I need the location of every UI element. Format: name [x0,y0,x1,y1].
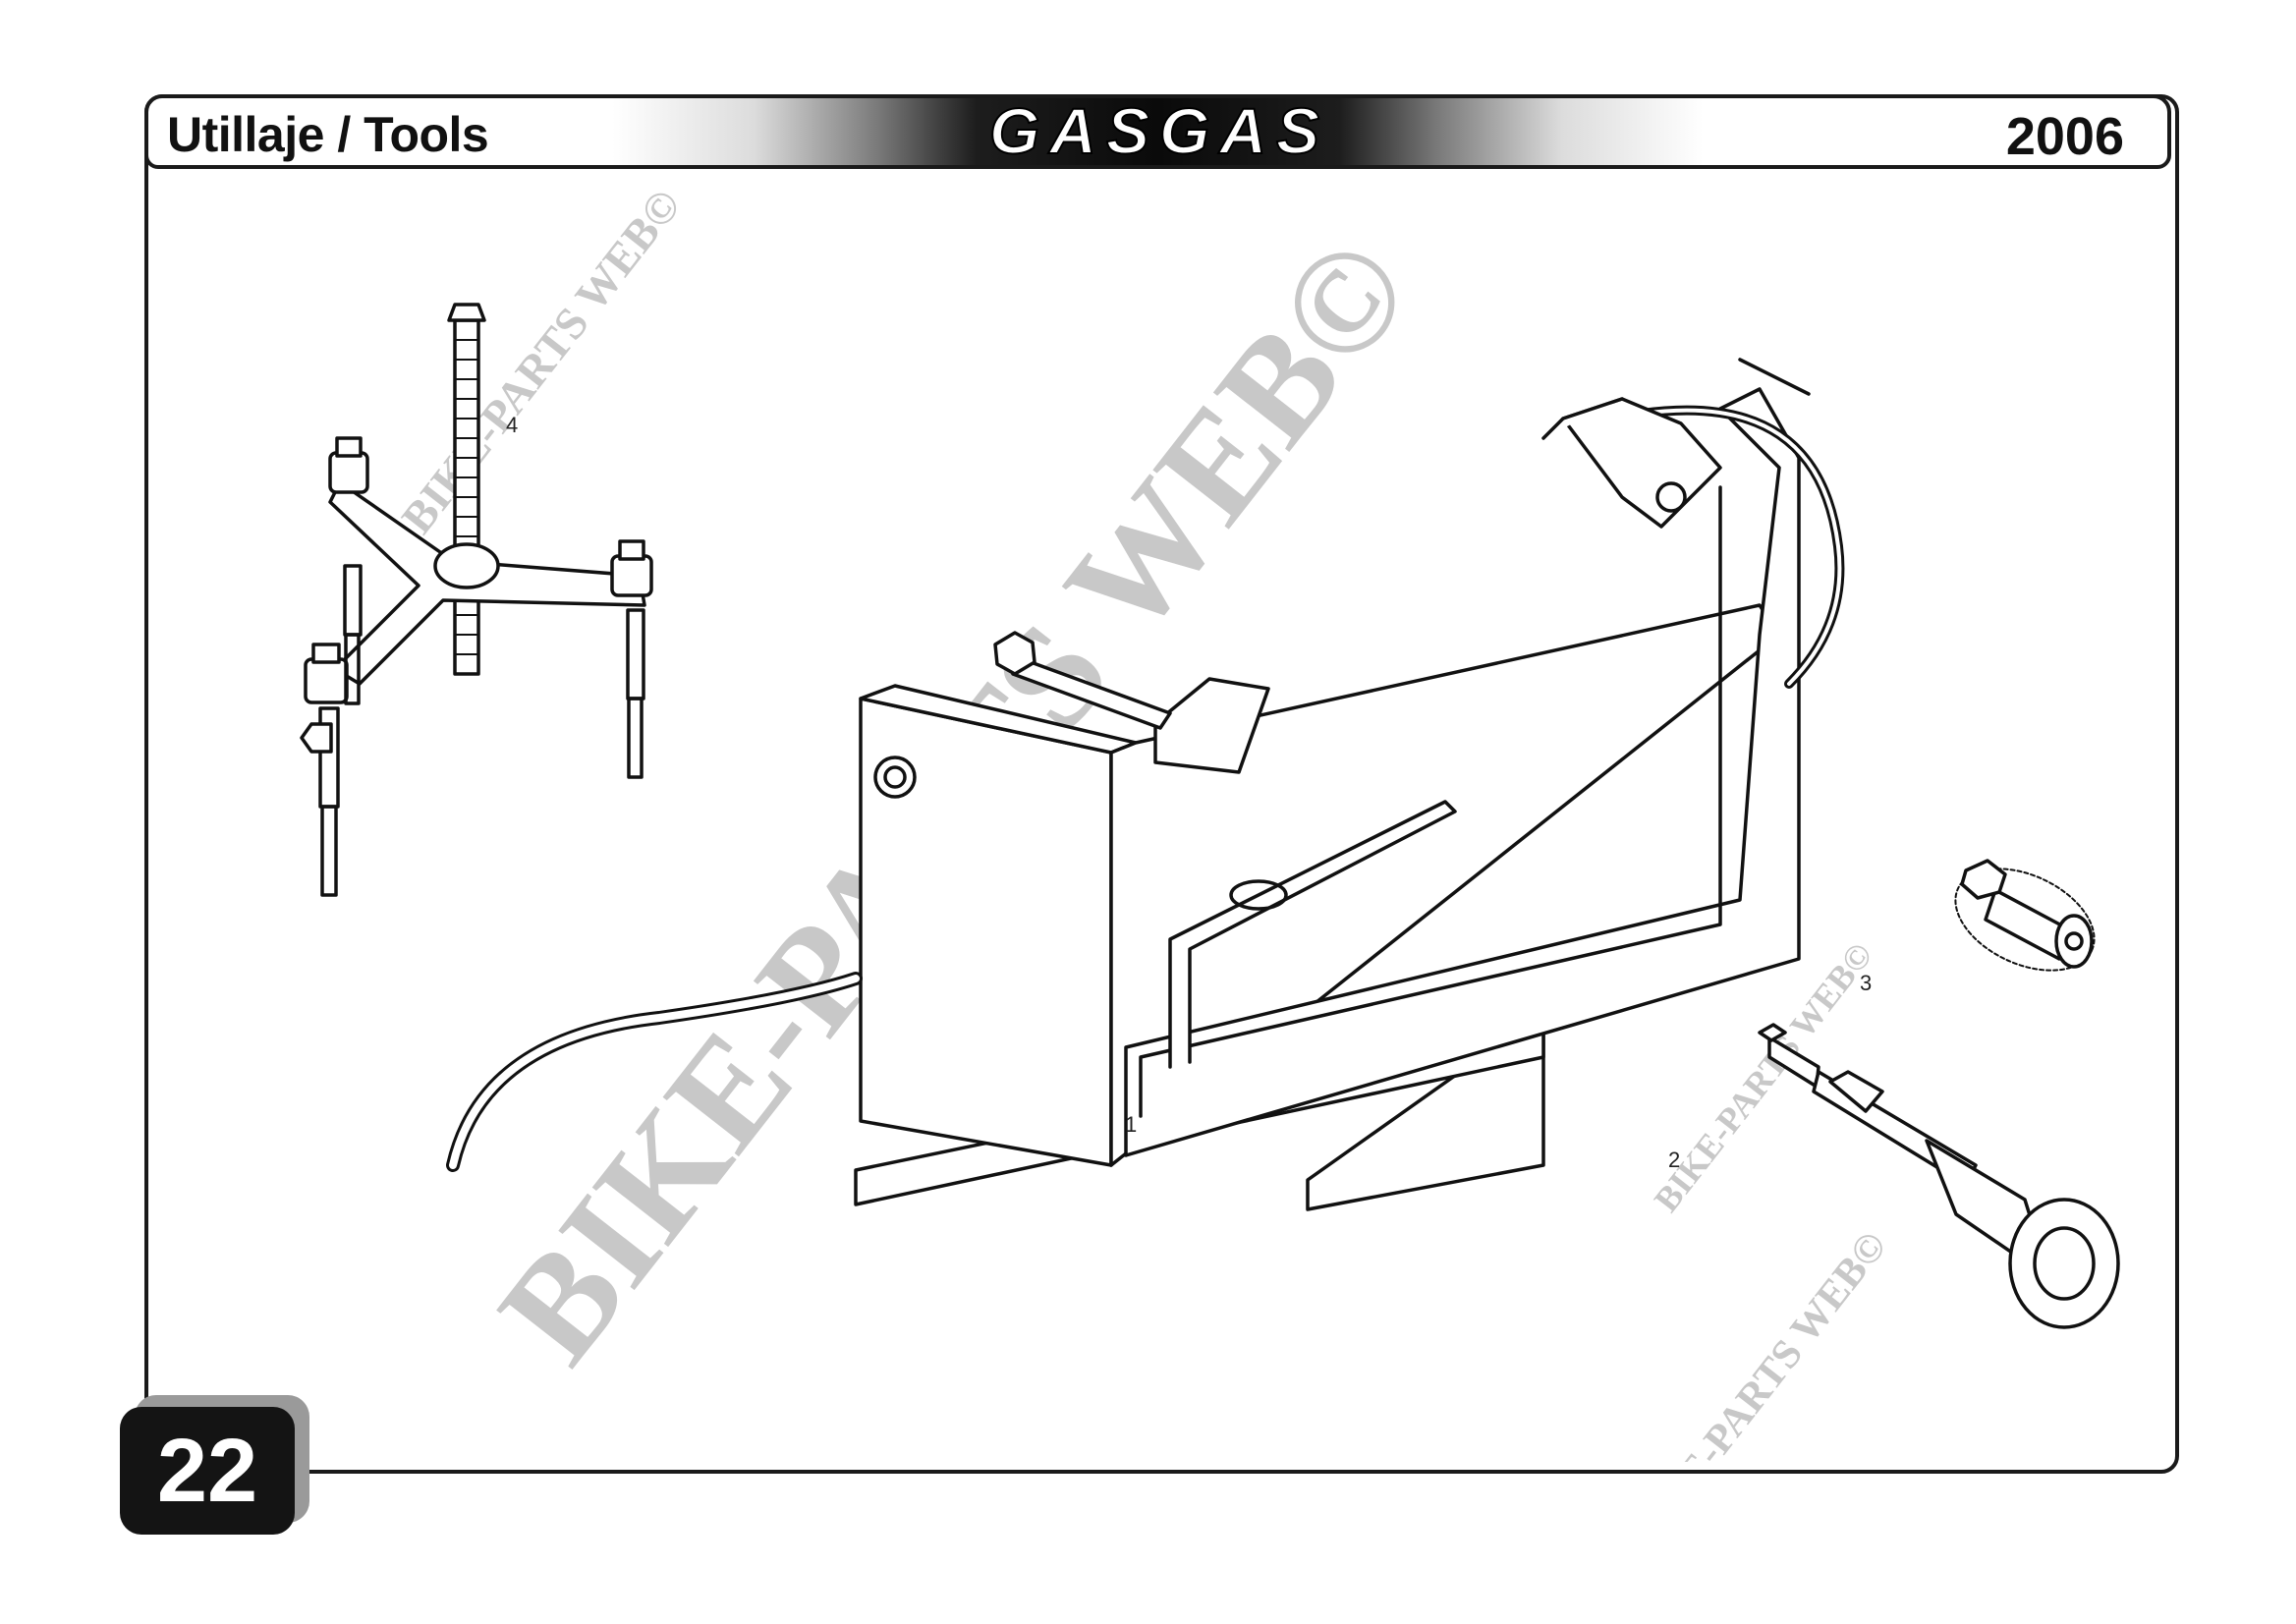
page-number: 22 [120,1407,295,1535]
header-bar [144,94,2171,169]
callout-4: 4 [506,413,519,437]
watermark-small-top: BIKE-PARTS WEB© [392,180,691,542]
tool-2-extractor [1758,1023,2120,1329]
tools-illustration: BIKE-PARTS WEB© BIKE-PARTS WEB© BIKE-PAR… [300,180,2120,1462]
brand-logo: GASGAS [988,98,1329,167]
watermark-small-bottom: BIKE-PARTS WEB© [1624,1224,1896,1462]
callout-3: 3 [1860,971,1873,995]
callout-2: 2 [1668,1148,1681,1172]
tool-1-engine-stand [446,358,1845,1211]
tool-3-adapter [1954,859,2096,972]
callout-1: 1 [1125,1112,1138,1137]
brand-name: GASGAS [989,98,1329,167]
model-year: 2006 [2005,107,2124,166]
page-title: Utillaje / Tools [167,107,489,162]
tool-4-puller [300,303,653,897]
